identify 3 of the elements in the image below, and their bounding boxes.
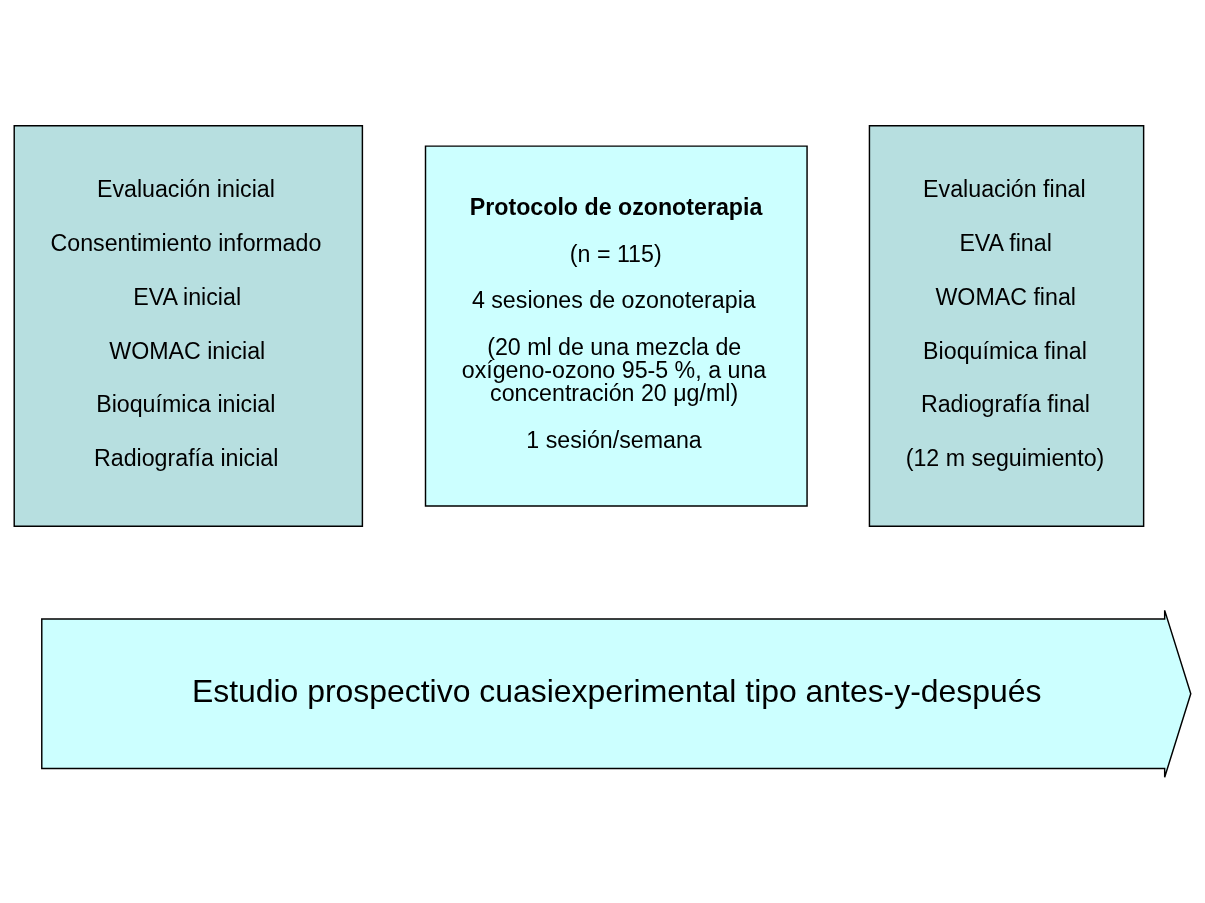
node-box: Protocolo de ozonoterapia (n = 115) 4 sesiones de ozonoterapia (20 ml de una mezcla de oxígeno-ozono 95-5 %, a una concentración 20 μg/ml) 1 sesión/semana <box>424 145 808 507</box>
node-box: Evaluación inicial Consentimiento informado EVA inicial WOMAC inicial Bioquímica inicial Radiografía inicial <box>13 125 364 527</box>
node-box: Evaluación final EVA final WOMAC final Bioquímica final Radiografía final (12 m seguimiento) <box>868 125 1145 527</box>
